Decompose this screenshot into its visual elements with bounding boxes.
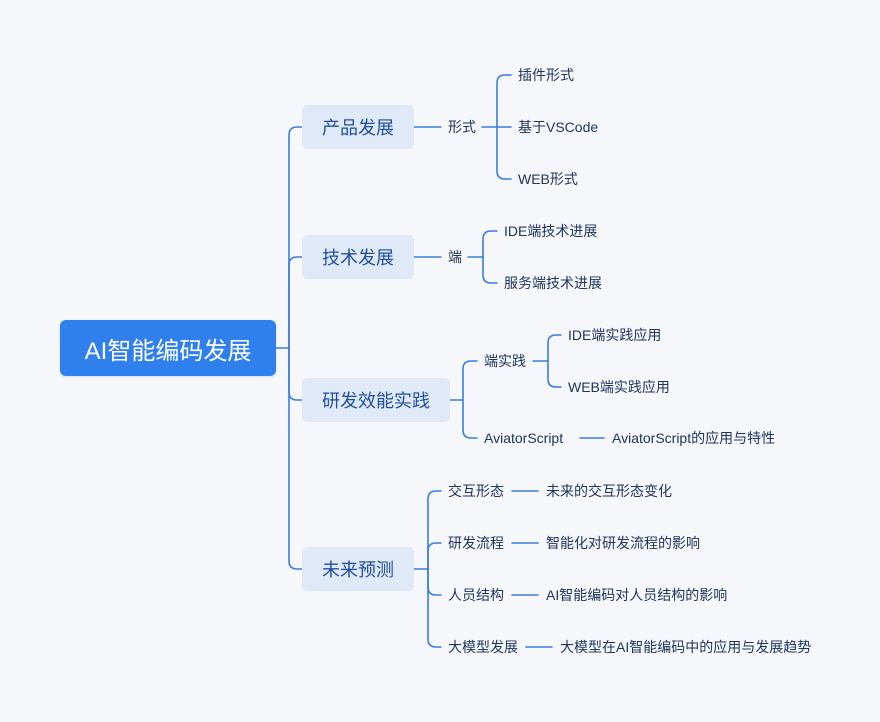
leaf-dev-process-impact: 智能化对研发流程的影响 — [546, 535, 700, 551]
topic-efficiency-practice: 研发效能实践 — [302, 378, 450, 422]
leaf-ide-practice-app: IDE端实践应用 — [568, 327, 662, 343]
connector-root-tech — [288, 256, 303, 349]
connector-practice-top — [462, 360, 478, 401]
connector-future-4 — [427, 568, 442, 648]
subtopic-staff-structure: 人员结构 — [448, 587, 504, 603]
connector-future-1 — [427, 490, 442, 570]
connector-future-2 — [427, 542, 442, 570]
leaf-large-model-trends: 大模型在AI智能编码中的应用与发展趋势 — [560, 639, 812, 655]
subtopic-aviatorscript: AviatorScript — [484, 430, 564, 446]
connector-root-product — [275, 126, 303, 349]
topic-product-development: 产品发展 — [302, 105, 414, 149]
connector-form-bottom — [496, 126, 512, 180]
leaf-web-practice-app: WEB端实践应用 — [568, 379, 670, 395]
leaf-server-tech-progress: 服务端技术进展 — [504, 275, 602, 291]
leaf-vscode-based: 基于VSCode — [518, 119, 599, 135]
connector-root-future — [288, 347, 303, 570]
leaf-interaction-change: 未来的交互形态变化 — [546, 483, 672, 499]
leaf-plugin-form: 插件形式 — [518, 67, 574, 83]
topic-tech-development: 技术发展 — [302, 235, 414, 279]
subtopic-form: 形式 — [448, 119, 476, 135]
subtopic-large-model: 大模型发展 — [448, 639, 518, 655]
connector-end-top — [482, 230, 498, 258]
subtopic-end: 端 — [448, 249, 462, 265]
connector-endpractice-bottom — [547, 360, 562, 388]
connector-root-practice — [288, 347, 303, 401]
subtopic-end-practice: 端实践 — [484, 353, 526, 369]
connector-practice-bottom — [462, 399, 478, 439]
leaf-web-form: WEB形式 — [518, 171, 578, 187]
connector-endpractice-top — [547, 334, 562, 362]
topic-future-prediction: 未来预测 — [302, 547, 414, 591]
connector-form-top — [496, 74, 512, 128]
connector-end-bottom — [482, 256, 498, 284]
leaf-aviatorscript-features: AviatorScript的应用与特性 — [612, 430, 776, 446]
subtopic-dev-process: 研发流程 — [448, 535, 504, 551]
root-topic: AI智能编码发展 — [60, 320, 276, 376]
connector-future-3 — [427, 568, 442, 596]
subtopic-interaction-form: 交互形态 — [448, 483, 504, 499]
leaf-staff-structure-impact: AI智能编码对人员结构的影响 — [546, 587, 728, 603]
leaf-ide-tech-progress: IDE端技术进展 — [504, 223, 598, 239]
